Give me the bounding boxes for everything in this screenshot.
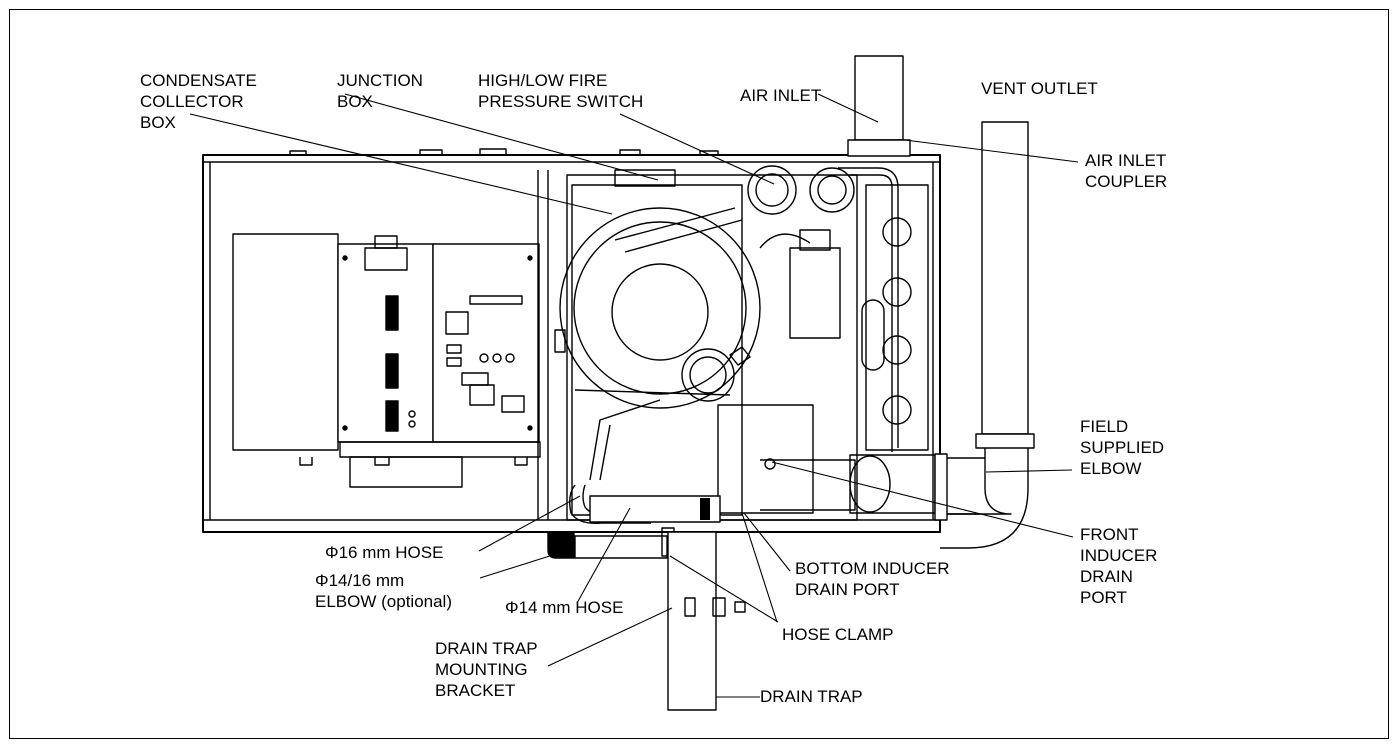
- label-elbow-14-16: Φ14/16 mm ELBOW (optional): [315, 571, 452, 611]
- air-inlet-pipe: [847, 55, 911, 157]
- label-field-supplied-elbow: FIELD SUPPLIED ELBOW: [1080, 417, 1165, 478]
- control-box: [232, 233, 541, 488]
- pressure-switch: [747, 165, 855, 215]
- inducer-housing: [717, 404, 936, 514]
- drain-hoses: [547, 484, 721, 559]
- figure-frame: [9, 9, 1389, 739]
- gas-valve: [759, 229, 841, 339]
- blower-compartment: [537, 169, 858, 521]
- label-bottom-inducer-drain-port: BOTTOM INDUCER DRAIN PORT: [795, 559, 950, 599]
- label-hose-14: Φ14 mm HOSE: [505, 598, 624, 617]
- label-front-inducer-drain-port: FRONT INDUCER DRAIN PORT: [1080, 525, 1158, 607]
- label-air-inlet: AIR INLET: [740, 86, 822, 105]
- label-vent-outlet: VENT OUTLET: [981, 79, 1098, 98]
- drain-trap: [667, 531, 746, 711]
- label-drain-trap: DRAIN TRAP: [760, 687, 863, 706]
- label-hose-16: Φ16 mm HOSE: [325, 543, 444, 562]
- label-hose-clamp: HOSE CLAMP: [782, 625, 894, 644]
- label-air-inlet-coupler: AIR INLET COUPLER: [1085, 151, 1168, 191]
- label-drain-trap-mounting-bracket: DRAIN TRAP MOUNTING BRACKET: [435, 639, 538, 700]
- leader-lines: [189, 93, 1079, 698]
- label-condensate-collector-box: CONDENSATE COLLECTOR BOX: [140, 71, 257, 132]
- vent-outlet-pipe: [934, 121, 1035, 549]
- heat-exchanger: [838, 167, 929, 452]
- label-pressure-switch: HIGH/LOW FIRE PRESSURE SWITCH: [478, 71, 644, 111]
- label-junction-box: JUNCTION BOX: [337, 71, 423, 111]
